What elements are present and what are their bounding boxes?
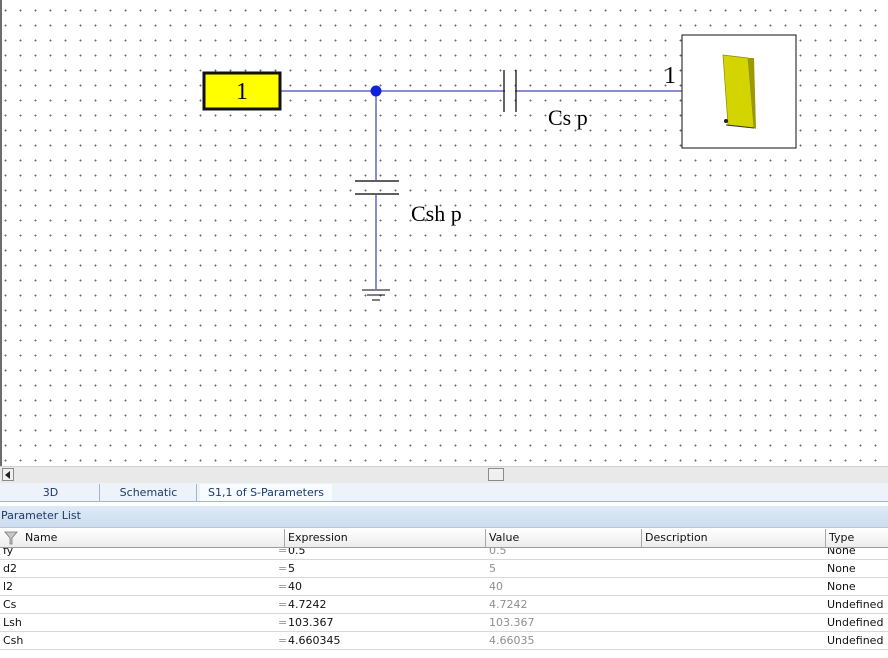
column-type-label: Type <box>829 531 855 544</box>
param-name: Lsh <box>3 616 22 629</box>
tab-schematic[interactable]: Schematic <box>101 484 197 501</box>
equals-sign: = <box>278 616 288 629</box>
param-name: l2 <box>3 580 14 593</box>
table-row[interactable]: d2 = 5 5 None <box>0 560 888 578</box>
param-expression[interactable]: 103.367 <box>288 616 334 629</box>
column-type[interactable]: Type <box>826 529 888 547</box>
shunt-capacitor-label: Csh p <box>411 201 462 226</box>
filter-icon[interactable] <box>4 531 18 545</box>
table-row[interactable]: l2 = 40 40 None <box>0 578 888 596</box>
equals-sign: = <box>278 634 288 647</box>
param-type: Undefined <box>827 616 884 629</box>
param-name: d2 <box>3 562 17 575</box>
param-value: 0.5 <box>489 548 507 557</box>
parameter-list-header: Parameter List <box>0 506 888 528</box>
ground-icon <box>362 289 390 301</box>
param-value: 5 <box>489 562 496 575</box>
tab-3d[interactable]: 3D <box>2 484 100 501</box>
scroll-thumb[interactable] <box>488 468 504 481</box>
schematic-canvas[interactable]: 1 Cs p Csh p 1 <box>0 0 888 466</box>
output-port-number: 1 <box>664 63 676 89</box>
shunt-capacitor[interactable] <box>355 180 399 195</box>
param-type: None <box>827 562 856 575</box>
tab-s-parameters-label: S1,1 of S-Parameters <box>208 486 324 499</box>
param-value: 40 <box>489 580 503 593</box>
column-expression[interactable]: Expression <box>285 529 486 547</box>
series-capacitor-label: Cs p <box>548 105 588 130</box>
param-expression[interactable]: 0.5 <box>288 548 306 557</box>
parameter-list-title: Parameter List <box>1 509 81 522</box>
table-row[interactable]: Csh = 4.660345 4.66035 Undefined <box>0 632 888 650</box>
param-value: 4.7242 <box>489 598 528 611</box>
table-row[interactable]: Cs = 4.7242 4.7242 Undefined <box>0 596 888 614</box>
tab-3d-label: 3D <box>42 486 59 499</box>
column-description-label: Description <box>645 531 708 544</box>
equals-sign: = <box>278 548 288 557</box>
param-expression[interactable]: 4.660345 <box>288 634 341 647</box>
param-type: None <box>827 548 856 557</box>
param-value: 103.367 <box>489 616 535 629</box>
equals-sign: = <box>278 562 288 575</box>
series-capacitor[interactable] <box>503 70 517 112</box>
view-tab-bar: 3D Schematic S1,1 of S-Parameters✕ <box>0 483 888 517</box>
param-expression[interactable]: 40 <box>288 580 302 593</box>
junction-node[interactable] <box>370 85 382 97</box>
column-name-label: Name <box>25 531 58 544</box>
param-type: Undefined <box>827 598 884 611</box>
column-value[interactable]: Value <box>486 529 642 547</box>
param-name: Cs <box>3 598 17 611</box>
column-description[interactable]: Description <box>642 529 826 547</box>
tab-s-parameters[interactable]: S1,1 of S-Parameters✕ <box>200 484 332 517</box>
em-block-3d[interactable] <box>681 34 797 149</box>
parameter-table-body: fy = 0.5 0.5 None d2 = 5 5 None l2 = 40 … <box>0 548 888 658</box>
equals-sign: = <box>278 580 288 593</box>
table-row[interactable]: Lsh = 103.367 103.367 Undefined <box>0 614 888 632</box>
horizontal-scrollbar[interactable] <box>0 466 888 483</box>
column-value-label: Value <box>489 531 520 544</box>
param-name: fy <box>3 548 14 557</box>
param-name: Csh <box>3 634 24 647</box>
scroll-left-button[interactable] <box>2 468 14 481</box>
table-row[interactable]: fy = 0.5 0.5 None <box>0 548 888 560</box>
schematic-drawing[interactable]: 1 Cs p Csh p 1 <box>2 0 888 466</box>
port-1[interactable]: 1 <box>202 71 282 111</box>
param-type: None <box>827 580 856 593</box>
param-expression[interactable]: 5 <box>288 562 295 575</box>
column-expression-label: Expression <box>288 531 348 544</box>
equals-sign: = <box>278 598 288 611</box>
param-value: 4.66035 <box>489 634 535 647</box>
port-1-label: 1 <box>236 79 248 105</box>
column-name[interactable]: Name <box>0 529 285 547</box>
tab-schematic-label: Schematic <box>119 486 178 499</box>
parameter-table-header: Name Expression Value Description Type <box>0 529 888 548</box>
param-type: Undefined <box>827 634 884 647</box>
param-expression[interactable]: 4.7242 <box>288 598 327 611</box>
